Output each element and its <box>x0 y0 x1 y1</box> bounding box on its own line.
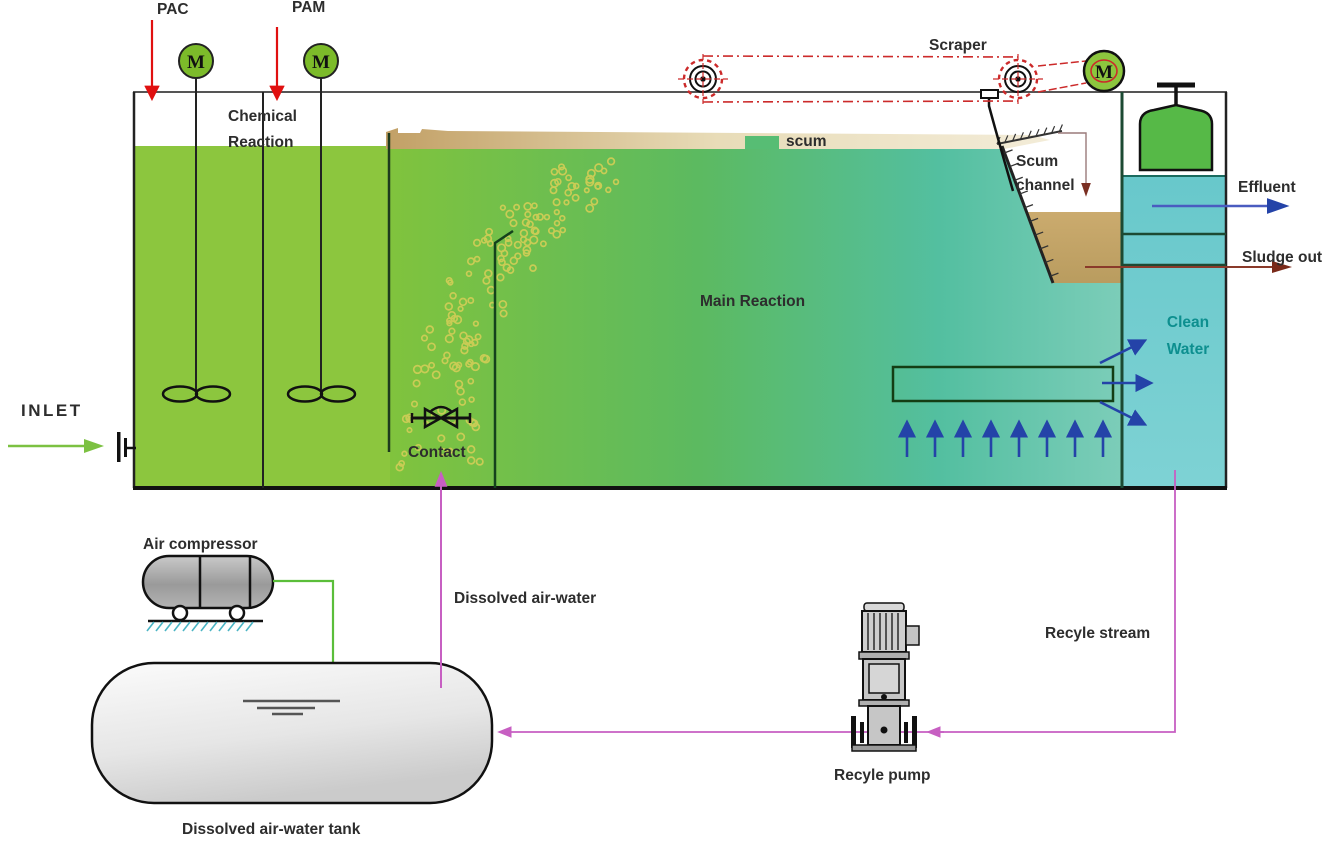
effluent-label: Effluent <box>1238 179 1296 196</box>
contact-nozzle-icon <box>410 405 472 430</box>
motor-label: M <box>312 52 330 73</box>
scum-channel-label-2: channel <box>1016 177 1075 194</box>
scraper-motor-icon: M <box>1082 49 1126 93</box>
air-compressor-icon <box>141 554 275 632</box>
outlet-arrows <box>1099 339 1154 426</box>
chain-bottom <box>702 100 1019 103</box>
motor-label: M <box>1095 62 1113 83</box>
scum-layer <box>386 128 1050 149</box>
scraper-blade <box>980 89 1015 192</box>
sprocket-gear-icon <box>993 54 1043 104</box>
pump-flange <box>904 722 908 743</box>
recycle-pump-icon <box>851 602 920 752</box>
ground-hatch <box>146 621 254 632</box>
scraper-assembly: M <box>678 49 1126 104</box>
scum-gap <box>745 136 779 149</box>
pump-flange <box>860 722 864 743</box>
belt-bottom <box>1037 82 1087 93</box>
inlet-label: INLET <box>21 401 83 420</box>
pump-flange <box>851 716 856 748</box>
scum-channel-label-1: Scum <box>1016 153 1058 170</box>
sprocket-gear-icon <box>678 54 728 104</box>
clean-water-label-1: Clean <box>1167 314 1209 331</box>
contact-label: Contact <box>408 444 466 461</box>
scraper-label: Scraper <box>929 37 987 54</box>
scum-label: scum <box>786 133 827 150</box>
drain-valve-icon <box>1138 82 1214 172</box>
recycle-line <box>497 470 1176 738</box>
dissolved-air-water-label: Dissolved air-water <box>454 590 596 607</box>
scum-channel <box>996 124 1091 284</box>
dissolved-air-water-tank-label: Dissolved air-water tank <box>182 821 361 838</box>
impeller-icon <box>194 385 232 403</box>
pac-label: PAC <box>157 1 189 18</box>
scum-flow-leader <box>1058 132 1091 197</box>
air-line <box>273 579 341 685</box>
diffuser-up-arrows <box>897 419 1113 457</box>
impeller-icon <box>319 385 357 403</box>
motor-label: M <box>187 52 205 73</box>
chain-top <box>702 55 1019 58</box>
mixer-1: M <box>161 43 232 403</box>
air-compressor-label: Air compressor <box>143 536 258 553</box>
clean-water-zone <box>1123 175 1226 488</box>
recycle-pump-label: Recyle pump <box>834 767 930 784</box>
pump-base <box>851 744 917 752</box>
chemical-reaction-label-2: Reaction <box>228 134 293 151</box>
sludge-in-channel <box>1026 212 1122 283</box>
tank-frame <box>132 91 1228 490</box>
recycle-stream-label: Recyle stream <box>1045 625 1150 642</box>
mixer-2: M <box>286 43 357 403</box>
contact-baffle-right <box>493 229 514 488</box>
wheel-icon <box>228 604 246 622</box>
pump-flange <box>912 716 917 748</box>
motor-icon <box>303 43 339 79</box>
chemical-reaction-label-1: Chemical <box>228 108 297 125</box>
clean-water-label-2: Water <box>1167 341 1210 358</box>
main-reaction-label: Main Reaction <box>700 293 805 310</box>
motor-fins <box>867 613 899 650</box>
main-zone-liquid <box>390 146 1122 488</box>
inlet-flange <box>117 432 136 462</box>
air-bubbles <box>395 157 620 472</box>
pam-label: PAM <box>292 0 325 16</box>
dissolved-air-water-tank-icon <box>90 661 494 805</box>
motor-icon <box>178 43 214 79</box>
labels-layer: PAC PAM Chemical Reaction Scraper scum S… <box>21 0 1322 838</box>
belt-top <box>1037 60 1087 67</box>
wheel-icon <box>171 604 189 622</box>
slope-hatch <box>1004 149 1059 277</box>
sludge-out-label: Sludge out <box>1242 249 1322 266</box>
water-level-icon <box>243 699 340 716</box>
